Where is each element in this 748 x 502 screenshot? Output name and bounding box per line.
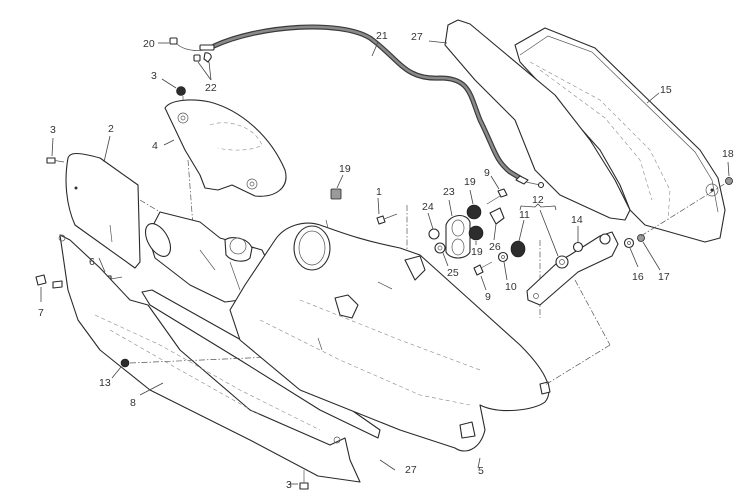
part-spring-clip[interactable] <box>35 274 63 289</box>
callout-5: 5 <box>478 465 484 477</box>
callout-10: 10 <box>505 281 517 293</box>
part-washer-25[interactable] <box>434 242 446 254</box>
callout-27-upper: 27 <box>411 31 423 43</box>
part-rubber-damper-lower[interactable] <box>468 225 484 241</box>
part-silencer[interactable] <box>229 219 551 452</box>
callout-25: 25 <box>447 267 459 279</box>
callout-22: 22 <box>205 82 217 94</box>
part-screw-upper[interactable] <box>486 188 508 205</box>
part-insulation-pad-upper[interactable] <box>444 19 631 221</box>
callout-1: 1 <box>376 186 382 198</box>
part-collector-heat-shield[interactable] <box>164 99 287 197</box>
callout-16: 16 <box>632 271 644 283</box>
part-washer-16[interactable] <box>623 237 635 249</box>
callout-8: 8 <box>130 397 136 409</box>
part-screw-bottom[interactable] <box>299 470 309 490</box>
callout-11: 11 <box>519 209 530 221</box>
callout-labels: 20 21 22 3 3 3 2 4 6 7 13 8 19 1 24 23 1… <box>38 30 734 491</box>
callout-24: 24 <box>422 201 434 213</box>
callout-21: 21 <box>376 30 388 42</box>
part-hose-clips[interactable] <box>193 52 212 63</box>
part-lower-heat-shield[interactable] <box>58 234 361 483</box>
callout-27-lower: 27 <box>405 464 417 476</box>
part-side-heat-shield[interactable] <box>65 152 141 269</box>
part-nut-13[interactable] <box>120 358 130 368</box>
part-header-pipe[interactable] <box>140 211 269 303</box>
part-rubber-damper-upper[interactable] <box>466 204 482 220</box>
part-screw-left[interactable] <box>46 157 65 164</box>
part-nut-upper[interactable] <box>176 86 186 96</box>
callout-18: 18 <box>722 148 734 160</box>
callout-2: 2 <box>108 123 114 135</box>
callout-3-left: 3 <box>50 124 56 136</box>
callout-14: 14 <box>571 214 583 226</box>
part-nut-18[interactable] <box>725 177 733 185</box>
part-screw-1[interactable] <box>376 213 398 225</box>
callout-17: 17 <box>658 271 670 283</box>
callout-20: 20 <box>143 38 155 50</box>
callout-12: 12 <box>532 194 544 206</box>
part-rubber-bush-11[interactable] <box>510 240 526 258</box>
part-rubber-damper-top[interactable] <box>330 188 342 200</box>
callout-26: 26 <box>489 241 501 253</box>
callout-19-lower: 19 <box>471 246 483 258</box>
part-cap-26[interactable] <box>489 207 505 225</box>
callout-23: 23 <box>443 186 455 198</box>
part-bush-14[interactable] <box>572 241 584 253</box>
part-bracket-23[interactable] <box>445 215 471 259</box>
part-hose-end-fitting[interactable] <box>169 37 215 51</box>
part-silencer-bracket-assembly[interactable] <box>526 231 619 306</box>
callout-9-lower: 9 <box>485 291 491 303</box>
callout-19-upper: 19 <box>464 176 476 188</box>
part-insulation-strip-lower[interactable] <box>141 289 381 439</box>
part-washer-10[interactable] <box>497 251 509 263</box>
part-screw-lower[interactable] <box>473 261 493 276</box>
part-nut-17[interactable] <box>637 234 645 242</box>
callout-15: 15 <box>660 84 672 96</box>
callout-4: 4 <box>152 140 158 152</box>
callout-3-bottom: 3 <box>286 479 292 491</box>
part-hose[interactable] <box>211 24 545 189</box>
leader-lines <box>40 40 730 485</box>
callout-9-upper: 9 <box>484 167 490 179</box>
callout-7: 7 <box>38 307 44 319</box>
callout-6: 6 <box>89 256 95 268</box>
callout-19-top: 19 <box>339 163 351 175</box>
part-spacer-24[interactable] <box>428 228 440 240</box>
callout-3-upper: 3 <box>151 70 157 82</box>
callout-13: 13 <box>99 377 111 389</box>
